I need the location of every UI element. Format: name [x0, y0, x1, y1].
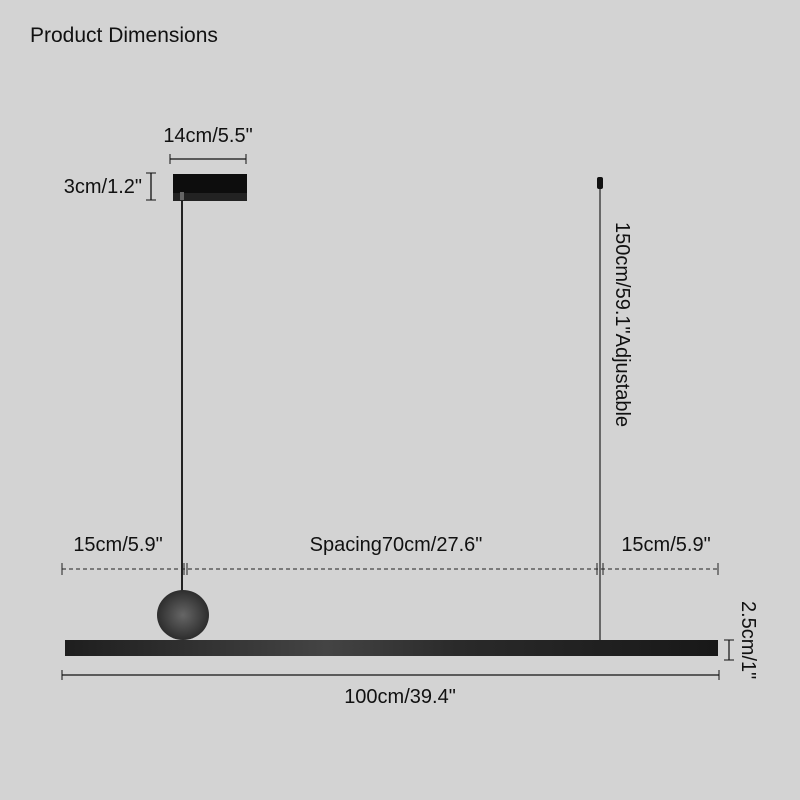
- total-length-label: 100cm/39.4": [344, 686, 456, 708]
- right-offset-label: 15cm/5.9": [621, 534, 710, 556]
- canopy-height-dimension: 3cm/1.2": [64, 172, 156, 201]
- cable-length-label: 150cm/59.1"Adjustable: [611, 222, 633, 427]
- ceiling-canopy: [173, 174, 247, 201]
- decorative-disc: [157, 590, 209, 640]
- light-bar: [65, 640, 718, 656]
- spacing-label: Spacing70cm/27.6": [310, 534, 483, 556]
- total-length-dimension: [61, 670, 720, 680]
- bar-height-label: 2.5cm/1": [737, 601, 759, 679]
- canopy-width-label: 14cm/5.5": [163, 125, 252, 147]
- canopy-height-label: 3cm/1.2": [64, 176, 142, 198]
- bar-height-dimension: [724, 639, 734, 661]
- page-title: Product Dimensions: [30, 24, 218, 47]
- spacing-dimension-line: [61, 563, 719, 575]
- left-offset-label: 15cm/5.9": [73, 534, 162, 556]
- canopy-width-dimension: 14cm/5.5": [163, 125, 253, 164]
- suspension-cable-right: [597, 177, 603, 640]
